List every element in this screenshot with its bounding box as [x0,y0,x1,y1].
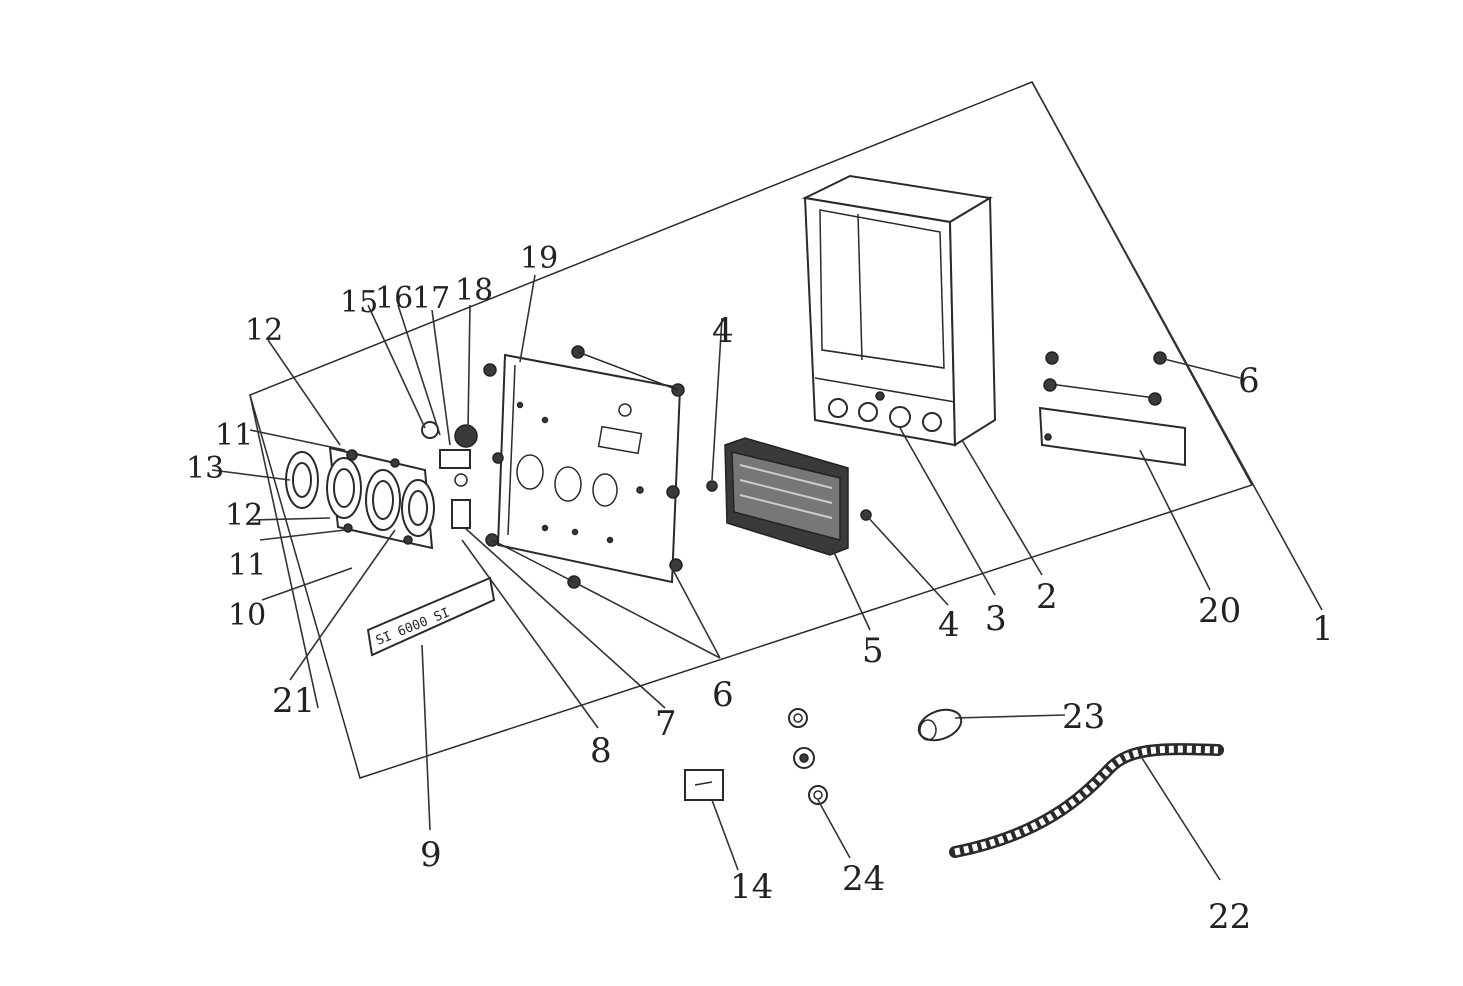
callout-12: 12 [245,313,283,348]
leader-lines [211,81,1323,881]
callout-16: 16 [375,281,413,316]
callout-7: 7 [655,704,677,744]
cable [949,743,1224,858]
callout-23: 23 [1062,697,1105,737]
enclosure-box [801,174,997,447]
gauge-cluster [285,446,435,550]
callout-12b: 12 [225,498,263,533]
callout-6: 6 [1238,361,1260,401]
callout-17: 17 [412,281,450,316]
callout-6b: 6 [712,675,734,715]
small-box [684,769,724,801]
cover-plate [1038,351,1186,467]
callout-1: 1 [1312,609,1334,649]
callout-22: 22 [1208,897,1251,937]
callout-15: 15 [340,285,378,320]
callout-4b: 4 [938,605,960,645]
callout-11b: 11 [228,548,266,583]
callout-18: 18 [455,273,493,308]
callout-11: 11 [215,418,253,453]
callout-3: 3 [985,599,1007,639]
plug [917,708,963,742]
callout-2: 2 [1036,577,1058,617]
callout-5: 5 [862,631,884,671]
callout-14: 14 [730,867,773,907]
controller-block [706,437,872,556]
label-plate: SI 6000 SI [366,576,496,657]
callout-20: 20 [1198,591,1241,631]
callout-8: 8 [590,731,612,771]
assembly-boundary [249,81,1254,779]
small-components [421,421,478,529]
callout-21: 21 [272,681,315,721]
mounting-panel [483,345,685,589]
callout-13: 13 [186,451,224,486]
callout-19: 19 [520,241,558,276]
callout-24: 24 [842,859,885,899]
callout-labels: 1 2 3 4 4 5 6 6 7 8 9 10 11 11 12 12 13 … [186,241,1334,937]
callout-9: 9 [420,835,442,875]
callout-4: 4 [712,311,734,351]
callout-10: 10 [228,598,266,633]
fitting-stack [788,708,828,805]
